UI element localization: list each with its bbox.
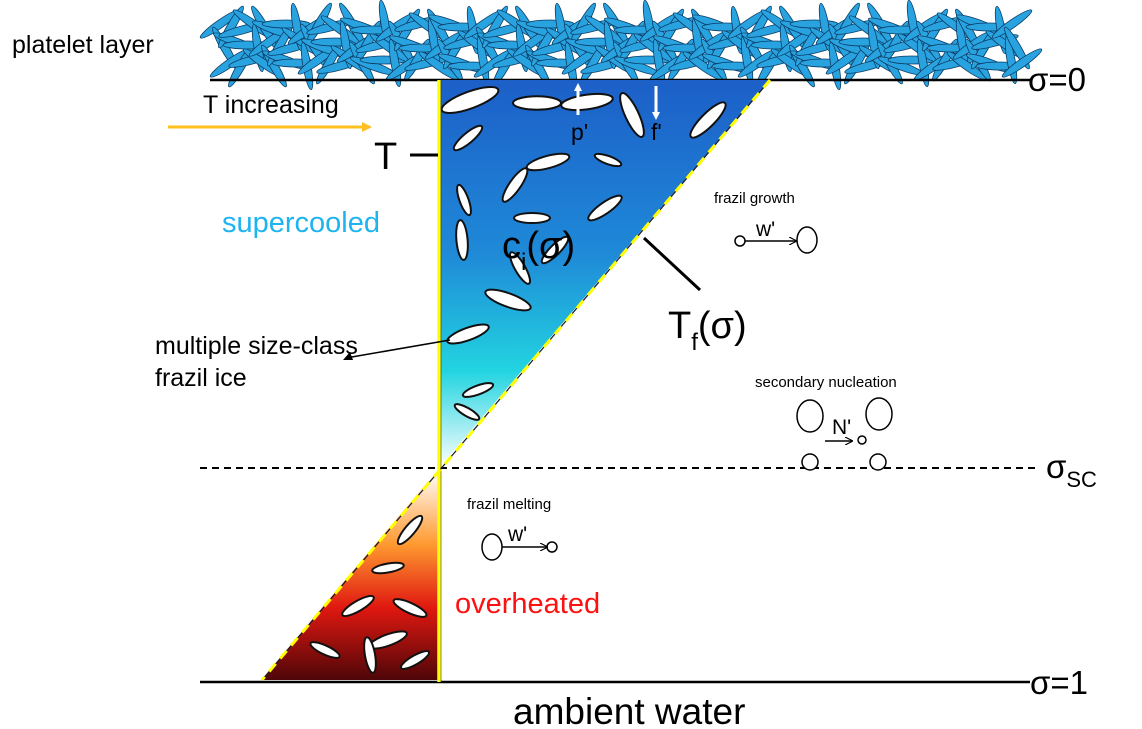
sigma-sc-label: σSC: [1046, 448, 1097, 492]
frazil-disc: [560, 92, 614, 112]
sigma-zero-label: σ=0: [1028, 61, 1086, 98]
frazil-disc: [446, 323, 490, 345]
p-prime-label: p': [571, 119, 588, 145]
frazil-disc: [512, 95, 562, 111]
frazil-disc: [396, 514, 424, 546]
frazil-disc: [508, 251, 532, 285]
ci-sigma-label: ci(σ): [502, 225, 575, 276]
frazil-growth-icon: [734, 226, 818, 254]
t-increasing-label: T increasing: [203, 91, 339, 119]
frazil-disc: [371, 561, 405, 575]
platelet-layer-label: platelet layer: [12, 31, 154, 59]
frazil-disc: [593, 152, 623, 168]
frazil-disc: [501, 167, 529, 203]
secondary-nucleation-icon: [796, 397, 893, 471]
frazil-disc: [456, 183, 472, 217]
frazil-crystals: [309, 86, 727, 674]
frazil-disc: [399, 650, 431, 670]
frazil-disc: [484, 288, 532, 312]
frazil-disc: [540, 235, 570, 265]
frazil-disc: [455, 219, 469, 261]
w-prime-growth-label: w': [755, 218, 775, 241]
frazil-growth-label: frazil growth: [714, 190, 795, 207]
platelet-crystal: [991, 9, 1033, 39]
tf-leader-line: [642, 236, 702, 292]
frazil-melting-label: frazil melting: [467, 496, 551, 513]
secondary-nucleation-label: secondary nucleation: [755, 374, 897, 391]
freezing-temperature-line-dash: [260, 79, 772, 681]
ambient-water-label: ambient water: [513, 691, 745, 729]
tf-sigma-label: Tf(σ): [668, 305, 747, 356]
w-prime-melting-label: w': [507, 523, 527, 546]
frazil-disc: [452, 124, 484, 152]
f-prime-label: f': [651, 119, 662, 145]
multiple-size-class-label-line2: frazil ice: [155, 364, 247, 392]
frazil-disc: [341, 594, 375, 618]
frazil-disc: [453, 403, 481, 421]
frazil-disc: [619, 92, 645, 138]
frazil-disc: [587, 194, 623, 222]
frazil-disc: [440, 86, 500, 114]
platelet-layer-crystals: [199, 0, 1043, 91]
platelet-crystal: [1001, 48, 1043, 78]
supercooled-label: supercooled: [222, 207, 380, 239]
frazil-disc: [461, 382, 495, 398]
multiple-size-class-pointer: [345, 339, 451, 359]
frazil-disc: [309, 641, 341, 659]
n-prime-label: N': [832, 416, 851, 439]
frazil-melting-icon: [481, 533, 558, 561]
frazil-disc: [689, 101, 727, 139]
frazil-disc: [363, 636, 377, 674]
sigma-one-label: σ=1: [1030, 664, 1088, 701]
overheated-label: overheated: [455, 588, 600, 620]
frazil-disc: [392, 598, 428, 618]
t-label: T: [374, 136, 397, 178]
frazil-disc: [513, 211, 551, 225]
multiple-size-class-label-line1: multiple size-class: [155, 332, 358, 360]
